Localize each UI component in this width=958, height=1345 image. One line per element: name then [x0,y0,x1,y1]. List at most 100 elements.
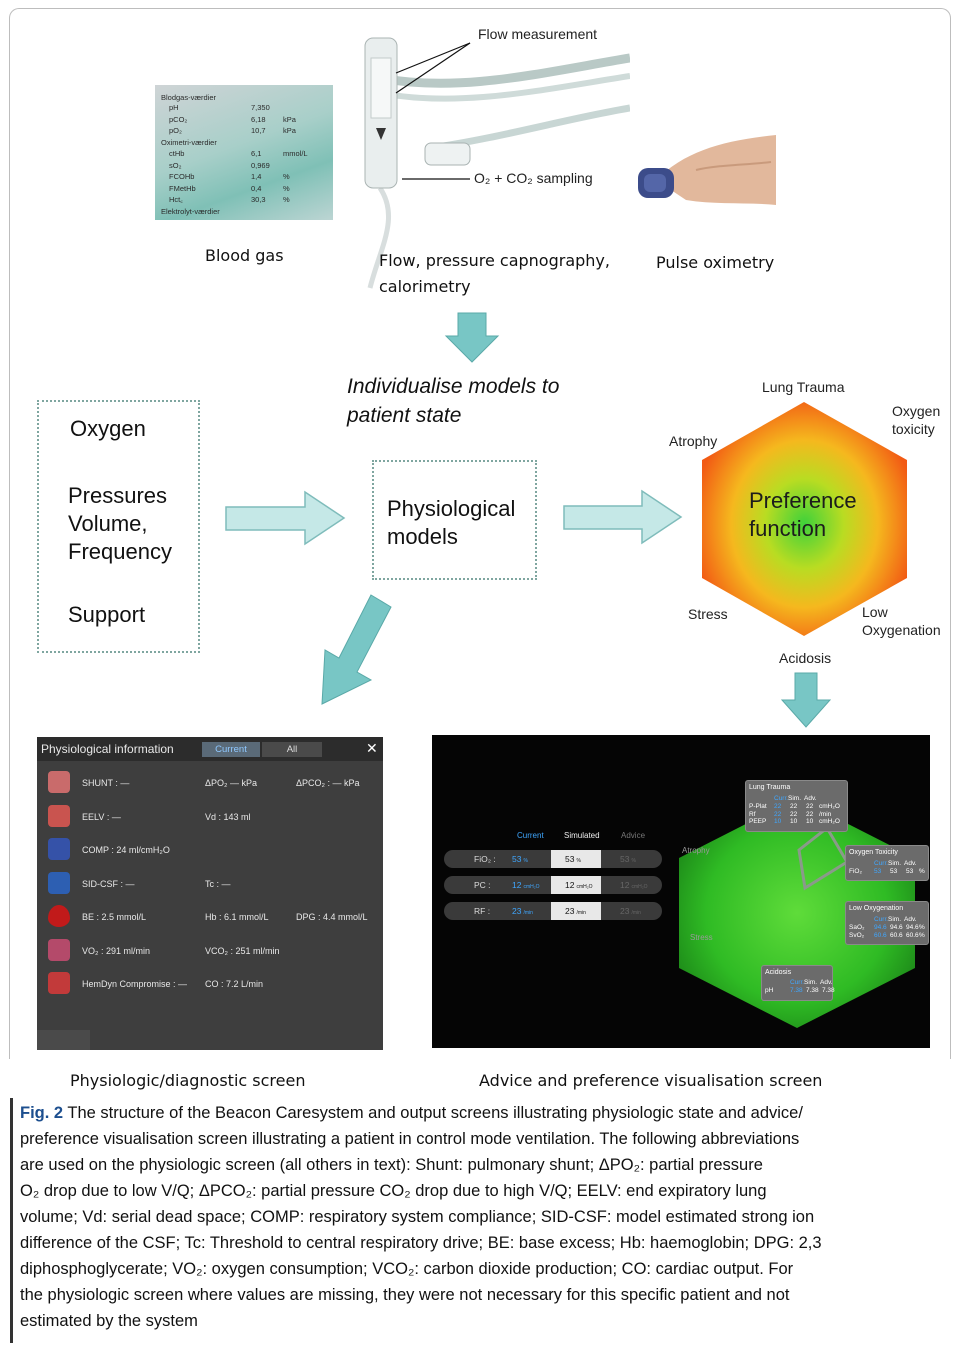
caption-line-7: the physiologic screen where values are … [20,1286,790,1304]
panel-head-adv: Adv. [904,860,917,867]
panel-sim: 94.6 [890,924,903,931]
tab-all[interactable]: All [262,742,322,757]
blood-gas-unit: % [283,172,290,181]
blood-gas-label: pH [169,103,179,112]
sampling-label: O₂ + CO₂ sampling [474,170,593,186]
figure-caption: Fig. 2 The structure of the Beacon Cares… [20,1100,955,1334]
panel-key: FiO₂ [849,868,862,875]
individualise-line2: patient state [347,404,462,427]
blood-gas-value: 6,18 [251,114,266,124]
models-box [372,460,537,580]
advice-row-label: PC : [474,880,491,890]
advice-current-unit: /min [523,910,533,916]
caption-physiologic-screen: Physiologic/diagnostic screen [70,1071,306,1090]
advice-simulated-value: 53% [565,854,581,864]
flow-sensor-illustration [364,37,630,289]
col-advice: Advice [621,831,646,840]
advice-simulated-box: 53% [551,850,601,868]
caption-line-4: volume; Vd: serial dead space; COMP: res… [20,1208,815,1226]
arrow-diagonal [321,594,392,705]
phys-header: Physiological information Current All ✕ [37,737,383,761]
models-line2: models [387,524,458,549]
advice-screen: Current Simulated Advice FiO₂ :53%53%53%… [432,735,930,1048]
panel-key: P-Plat [749,803,767,810]
panel-head-sim: Sim. [888,916,901,923]
individualise-note: Individualise models to patient state [347,372,559,430]
blood-gas-unit: kPa [283,126,296,135]
col-simulated: Simulated [564,831,600,840]
panel-unit: /min [819,810,832,818]
panel-head-current: Curr. [774,795,789,802]
panel-current: 22 [774,803,782,810]
panel-sim: 60.6 [890,931,903,939]
phys-footer-button[interactable] [37,1030,90,1050]
panel-unit: % [919,924,925,931]
phys-value: SID-CSF : — [82,878,135,889]
blood-gas-label: pO₂ [169,126,182,135]
advice-advice-unit: % [631,858,636,864]
panel-adv: 53 [906,868,914,875]
advice-simulated-box: 23/min [551,902,601,920]
caption-line-6: diphosphoglycerate; VO₂: oxygen consumpt… [20,1260,794,1278]
phys-row: SID-CSF : — Tc : — [37,871,383,896]
input-pressures: Pressures [68,483,168,508]
advice-advice-unit: cmH₂O [631,884,648,890]
panel-unit: % [919,868,925,875]
panel-key: SvO₂ [849,931,865,939]
close-icon[interactable]: ✕ [366,740,378,756]
arrow-right-models [563,489,683,545]
advice-simulated-unit: % [576,858,581,864]
blood-gas-unit: kPa [283,114,296,124]
panel-sim: 22 [790,810,798,818]
blood-gas-label: ctHb [169,149,185,158]
heart-icon [48,972,70,994]
adv-stress-label: Stress [690,933,713,942]
panel-sim: 22 [790,803,798,810]
hex-low-oxygenation-1: Low [862,604,888,620]
advice-row-label: RF : [474,906,491,916]
metabolism-icon [48,938,70,961]
arrow-right-inputs [225,490,346,546]
phys-value: Tc : — [205,878,231,889]
panel-unit: % [919,931,925,939]
panel-key: pH [765,987,774,994]
individualise-line1: Individualise models to [347,375,560,398]
phys-value: Vd : 143 ml [205,811,251,822]
caption-line-0: Fig. 2 The structure of the Beacon Cares… [20,1104,803,1122]
panel-key: SaO₂ [849,924,865,931]
preference-function-label: Preference function [749,488,857,541]
panel-adv: 7.38 [822,987,835,994]
hex-lung-trauma: Lung Trauma [762,379,845,395]
blood-gas-label: FMetHb [169,183,196,193]
advice-current-unit: % [523,858,528,864]
advice-row-label: FiO₂ : [474,854,496,864]
tab-current[interactable]: Current [202,742,260,757]
panel-head-adv: Adv. [904,916,917,923]
phys-row: COMP : 24 ml/cmH₂O [37,838,383,862]
flow-measurement-label: Flow measurement [478,26,598,42]
inputs-box [37,400,200,653]
hex-stress: Stress [688,606,728,622]
panel-head-sim: Sim. [788,795,801,802]
panel-head-current: Curr. [790,979,805,986]
advice-advice-unit: /min [631,910,641,916]
advice-current-value: 23/min [512,906,533,916]
input-frequency: Frequency [68,539,172,564]
blood-gas-value: 7,350 [251,103,270,112]
panel-head-adv: Adv. [820,979,833,986]
advice-simulated-unit: cmH₂O [576,884,593,890]
blood-gas-value: 0,4 [251,183,262,193]
blood-gas-label: Hct꜀ [169,195,183,204]
phys-value: Hb : 6.1 mmol/L [205,912,269,922]
input-support: Support [68,602,146,627]
caption-line-8: estimated by the system [20,1312,198,1330]
